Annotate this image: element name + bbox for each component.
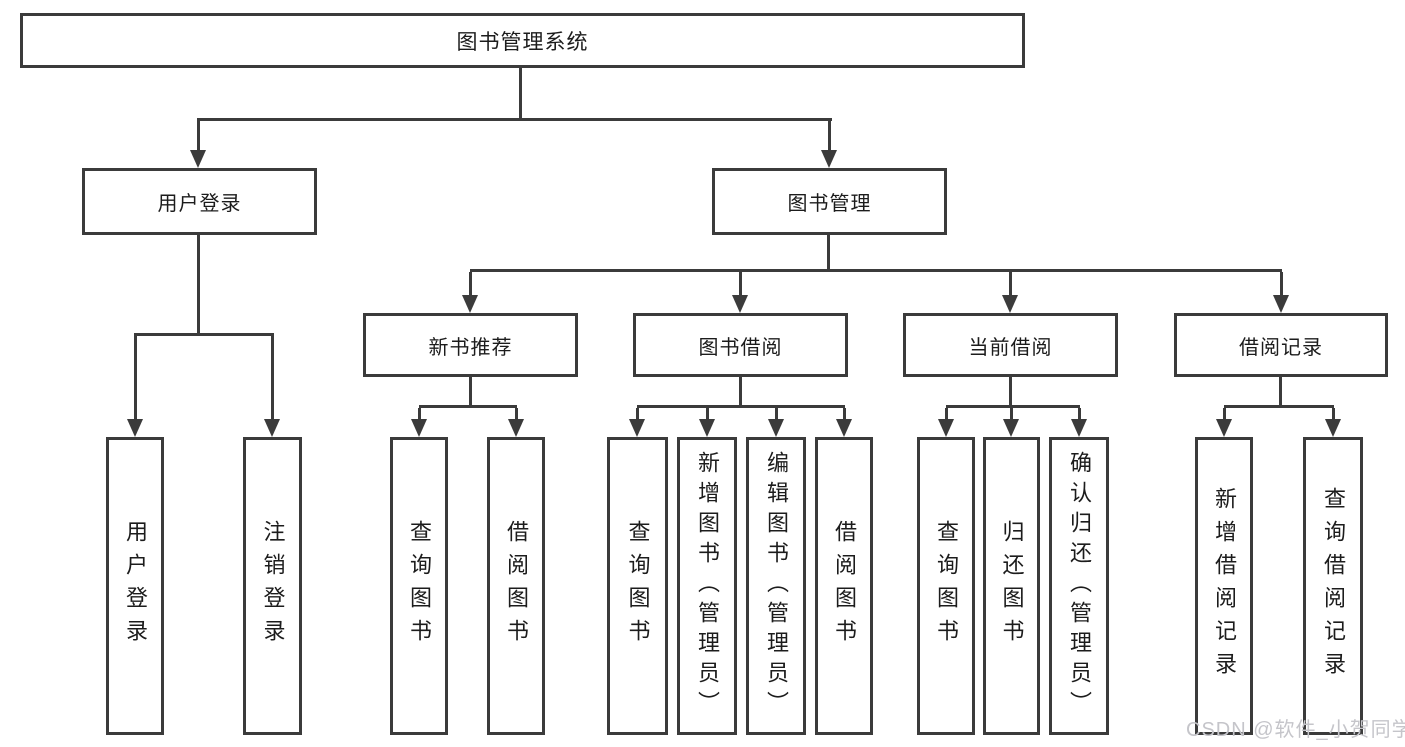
down-arrow-icon <box>411 408 427 437</box>
leaf-query-books-current: 查询图书 <box>917 437 975 735</box>
connector-line <box>419 405 517 408</box>
connector-line <box>1224 405 1334 408</box>
node-current-borrowing: 当前借阅 <box>903 313 1118 377</box>
node-library-management-system: 图书管理系统 <box>20 13 1025 68</box>
down-arrow-icon <box>938 408 954 437</box>
leaf-label: 编辑图书（管理员） <box>764 451 789 721</box>
node-borrowing-records: 借阅记录 <box>1174 313 1388 377</box>
leaf-label: 查询图书 <box>407 520 432 652</box>
down-arrow-icon <box>127 336 143 437</box>
connector-line <box>827 235 830 269</box>
node-label: 借阅记录 <box>1239 336 1323 359</box>
node-label: 图书管理 <box>787 193 872 215</box>
node-user-login: 用户登录 <box>82 168 317 235</box>
down-arrow-icon <box>768 408 784 437</box>
node-label: 用户登录 <box>157 193 242 215</box>
leaf-add-borrow-record: 新增借阅记录 <box>1195 437 1253 735</box>
connector-line <box>197 118 832 121</box>
down-arrow-icon <box>732 272 748 313</box>
connector-line <box>470 269 1282 272</box>
watermark: CSDN @软件_小贺同学 <box>1186 719 1405 741</box>
leaf-user-login: 用户登录 <box>106 437 164 735</box>
leaf-query-borrow-record: 查询借阅记录 <box>1303 437 1363 735</box>
down-arrow-icon <box>1273 272 1289 313</box>
node-new-book-recommend: 新书推荐 <box>363 313 578 377</box>
connector-line <box>946 405 1080 408</box>
down-arrow-icon <box>836 408 852 437</box>
connector-line <box>134 333 274 336</box>
leaf-logout: 注销登录 <box>243 437 302 735</box>
leaf-confirm-return-admin: 确认归还（管理员） <box>1049 437 1109 735</box>
leaf-query-books-borrowing: 查询图书 <box>607 437 668 735</box>
connector-line <box>1279 377 1282 405</box>
down-arrow-icon <box>629 408 645 437</box>
node-label: 图书管理系统 <box>456 30 589 54</box>
leaf-label: 新增借阅记录 <box>1212 487 1237 685</box>
down-arrow-icon <box>1071 408 1087 437</box>
node-book-management: 图书管理 <box>712 168 947 235</box>
connector-line <box>469 377 472 405</box>
connector-line <box>519 68 522 118</box>
node-label: 当前借阅 <box>968 336 1053 359</box>
down-arrow-icon <box>1003 408 1019 437</box>
leaf-label: 归还图书 <box>999 520 1025 652</box>
down-arrow-icon <box>190 120 206 168</box>
leaf-label: 确认归还（管理员） <box>1067 451 1092 721</box>
leaf-return-book: 归还图书 <box>983 437 1040 735</box>
leaf-label: 查询借阅记录 <box>1321 487 1346 685</box>
down-arrow-icon <box>462 272 478 313</box>
node-book-borrowing: 图书借阅 <box>633 313 848 377</box>
down-arrow-icon <box>264 336 280 437</box>
down-arrow-icon <box>699 408 715 437</box>
leaf-label: 查询图书 <box>934 520 959 652</box>
down-arrow-icon <box>1002 272 1018 313</box>
leaf-label: 借阅图书 <box>832 520 857 652</box>
node-label: 图书借阅 <box>698 336 783 359</box>
leaf-borrow-books-recommend: 借阅图书 <box>487 437 545 735</box>
leaf-label: 新增图书（管理员） <box>695 451 720 721</box>
node-label: 新书推荐 <box>428 336 513 359</box>
leaf-label: 查询图书 <box>625 520 651 652</box>
leaf-query-books-recommend: 查询图书 <box>390 437 448 735</box>
leaf-edit-book-admin: 编辑图书（管理员） <box>746 437 806 735</box>
leaf-label: 用户登录 <box>123 520 148 652</box>
leaf-borrow-books: 借阅图书 <box>815 437 873 735</box>
down-arrow-icon <box>821 120 837 168</box>
leaf-add-book-admin: 新增图书（管理员） <box>677 437 737 735</box>
down-arrow-icon <box>1216 408 1232 437</box>
connector-line <box>637 405 845 408</box>
leaf-label: 借阅图书 <box>504 520 529 652</box>
connector-line <box>197 235 200 333</box>
down-arrow-icon <box>508 408 524 437</box>
connector-line <box>739 377 742 405</box>
connector-line <box>1009 377 1012 405</box>
down-arrow-icon <box>1325 408 1341 437</box>
leaf-label: 注销登录 <box>260 520 286 652</box>
